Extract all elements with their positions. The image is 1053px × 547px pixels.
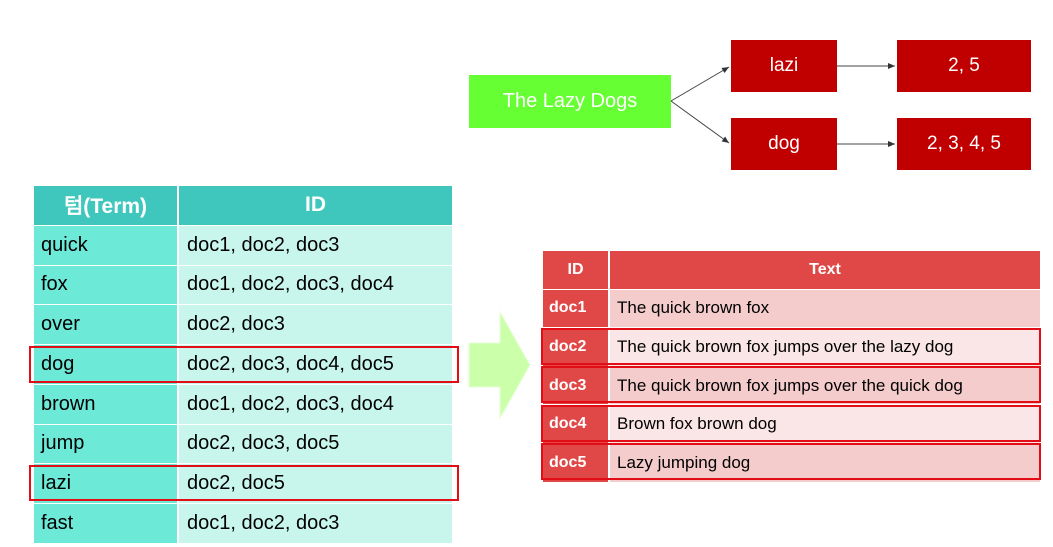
- connector-query-dog: [670, 100, 730, 144]
- table-row: brown doc1, doc2, doc3, doc4: [34, 384, 452, 425]
- table-row: quick doc1, doc2, doc3: [34, 225, 452, 266]
- highlight-box-dog: [29, 346, 459, 383]
- term-node-label: dog: [768, 133, 800, 154]
- term-index-table: 텀(Term) ID quick doc1, doc2, doc3 fox do…: [34, 186, 452, 544]
- postings-label: 2, 3, 4, 5: [927, 133, 1001, 154]
- term-cell: over: [34, 305, 179, 344]
- header-text: Text: [809, 260, 841, 278]
- document-table: ID Text doc1 The quick brown fox doc2 Th…: [543, 251, 1040, 483]
- term-cell: dog: [34, 345, 179, 384]
- doc-id-cell: doc5: [543, 443, 610, 482]
- ids-cell: doc2, doc3, doc4, doc5: [179, 345, 452, 384]
- table-row: doc1 The quick brown fox: [543, 289, 1040, 329]
- doc-text-cell: Brown fox brown dog: [610, 405, 1040, 443]
- big-right-arrow: [468, 310, 531, 420]
- ids-cell: doc1, doc2, doc3, doc4: [179, 265, 452, 305]
- query-box: The Lazy Dogs: [469, 75, 671, 128]
- ids-cell: doc2, doc3: [179, 305, 452, 344]
- doc-text-cell: The quick brown fox: [610, 289, 1040, 328]
- highlight-box-doc3: [541, 366, 1041, 403]
- table-row-highlighted: doc3 The quick brown fox jumps over the …: [543, 366, 1040, 406]
- table-row: over doc2, doc3: [34, 305, 452, 345]
- table-row: fox doc1, doc2, doc3, doc4: [34, 265, 452, 306]
- doc-id-cell: doc4: [543, 405, 610, 443]
- doc-text-cell: The quick brown fox jumps over the lazy …: [610, 328, 1040, 366]
- highlight-box-lazi: [29, 465, 459, 501]
- term-node-dog: dog: [731, 118, 837, 170]
- doc-id-cell: doc1: [543, 289, 610, 328]
- doc-id-cell: doc3: [543, 366, 610, 405]
- doc-text-cell: Lazy jumping dog: [610, 443, 1040, 482]
- table-row: fast doc1, doc2, doc3: [34, 504, 452, 544]
- table-row-highlighted: dog doc2, doc3, doc4, doc5: [34, 345, 452, 385]
- table-header-row: 텀(Term) ID: [34, 186, 452, 226]
- highlight-box-doc5: [541, 443, 1041, 480]
- term-cell: quick: [34, 225, 179, 265]
- query-text: The Lazy Dogs: [502, 90, 638, 112]
- term-cell: jump: [34, 424, 179, 464]
- table-row: jump doc2, doc3, doc5: [34, 424, 452, 465]
- table-row-highlighted: doc4 Brown fox brown dog: [543, 405, 1040, 444]
- table-header-row: ID Text: [543, 251, 1040, 290]
- header-id: ID: [305, 193, 326, 217]
- term-node-label: lazi: [769, 55, 799, 76]
- header-term: 텀(Term): [34, 186, 179, 225]
- table-row-highlighted: doc5 Lazy jumping dog: [543, 443, 1040, 483]
- term-cell: fox: [34, 265, 179, 305]
- highlight-box-doc4: [541, 405, 1041, 442]
- table-row-highlighted: doc2 The quick brown fox jumps over the …: [543, 328, 1040, 367]
- ids-cell: doc1, doc2, doc3: [179, 225, 452, 265]
- term-cell: fast: [34, 504, 179, 543]
- ids-cell: doc2, doc3, doc5: [179, 424, 452, 464]
- term-cell: lazi: [34, 464, 179, 503]
- highlight-box-doc2: [541, 328, 1041, 365]
- table-row-highlighted: lazi doc2, doc5: [34, 464, 452, 504]
- postings-label: 2, 5: [948, 55, 980, 76]
- ids-cell: doc1, doc2, doc3: [179, 504, 452, 543]
- doc-id-cell: doc2: [543, 328, 610, 366]
- ids-cell: doc2, doc5: [179, 464, 452, 503]
- header-id: ID: [543, 251, 610, 289]
- connector-query-lazi: [670, 66, 730, 102]
- postings-node-lazi: 2, 5: [897, 40, 1031, 92]
- term-cell: brown: [34, 384, 179, 424]
- postings-node-dog: 2, 3, 4, 5: [897, 118, 1031, 170]
- doc-text-cell: The quick brown fox jumps over the quick…: [610, 366, 1040, 405]
- ids-cell: doc1, doc2, doc3, doc4: [179, 384, 452, 424]
- term-node-lazi: lazi: [731, 40, 837, 92]
